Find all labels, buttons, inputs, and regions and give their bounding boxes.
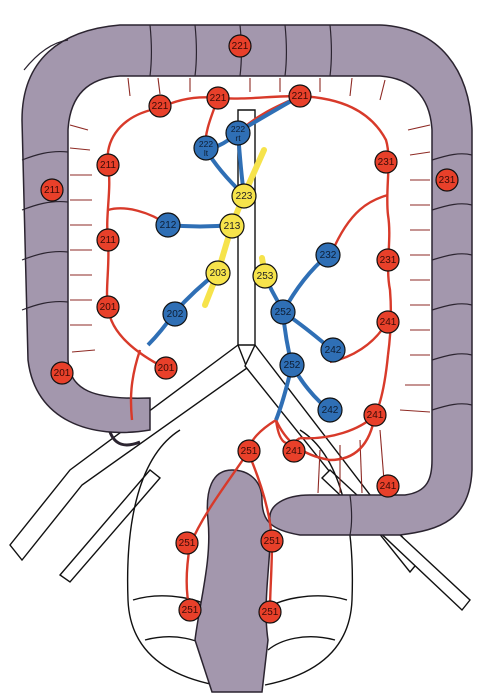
node-242: 242	[321, 338, 345, 362]
node-label: 231	[380, 255, 397, 266]
node-241: 241	[377, 475, 399, 497]
node-label: 201	[100, 302, 117, 313]
node-252: 252	[280, 353, 304, 377]
node-201: 201	[97, 296, 119, 318]
node-231: 231	[375, 151, 397, 173]
node-212: 212	[156, 213, 180, 237]
node-label: 252	[275, 307, 292, 318]
node-241: 241	[364, 404, 386, 426]
node-label: 203	[210, 268, 227, 279]
node-label: 211	[100, 160, 116, 171]
node-label: 221	[210, 93, 227, 104]
node-label: 201	[158, 363, 175, 374]
node-213: 213	[220, 214, 244, 238]
node-251: 251	[179, 599, 201, 621]
node-223: 223	[232, 184, 256, 208]
node-label: 251	[264, 536, 281, 547]
left-colic-to-marginal	[332, 195, 388, 252]
node-252: 252	[271, 300, 295, 324]
node-201: 201	[155, 357, 177, 379]
node-221: 221	[289, 85, 311, 107]
node-label: 223	[236, 191, 253, 202]
node-label: 212	[160, 220, 177, 231]
node-231: 231	[436, 169, 458, 191]
node-241: 241	[283, 440, 305, 462]
node-label: 241	[380, 481, 397, 492]
node-label: 221	[152, 101, 169, 112]
node-211: 211	[97, 154, 119, 176]
node-201: 201	[51, 362, 73, 384]
node-label: 242	[325, 345, 342, 356]
node-253: 253	[253, 264, 277, 288]
node-label: 251	[262, 607, 279, 618]
node-251: 251	[176, 532, 198, 554]
node-211: 211	[41, 179, 63, 201]
node-label: 213	[224, 221, 241, 232]
node-label: 251	[182, 605, 199, 616]
node-label: 211	[100, 235, 116, 246]
node-251: 251	[238, 440, 260, 462]
node-label: 211	[44, 185, 60, 196]
node-242: 242	[318, 398, 342, 422]
node-label: 253	[257, 271, 274, 282]
node-231: 231	[377, 249, 399, 271]
node-label: 221	[292, 91, 309, 102]
node-label: 242	[322, 405, 339, 416]
node-221: 221	[149, 95, 171, 117]
node-232: 232	[316, 243, 340, 267]
node-label: 231	[378, 157, 395, 168]
node-251: 251	[261, 530, 283, 552]
node-label: 241	[286, 446, 303, 457]
node-251: 251	[259, 601, 281, 623]
node-241: 241	[377, 311, 399, 333]
node-label: 252	[284, 360, 301, 371]
node-label: 232	[320, 250, 337, 261]
node-202: 202	[163, 302, 187, 326]
node-221: 221	[229, 35, 251, 57]
node-label: 241	[380, 317, 397, 328]
node-203: 203	[206, 261, 230, 285]
node-211: 211	[97, 229, 119, 251]
node-label: 202	[167, 309, 184, 320]
node-221: 221	[207, 87, 229, 109]
node-label: 251	[179, 538, 196, 549]
node-label: 201	[54, 368, 71, 379]
node-label: 231	[439, 175, 456, 186]
node-label: 241	[367, 410, 384, 421]
node-label: 221	[232, 41, 249, 52]
node-label: 251	[241, 446, 258, 457]
